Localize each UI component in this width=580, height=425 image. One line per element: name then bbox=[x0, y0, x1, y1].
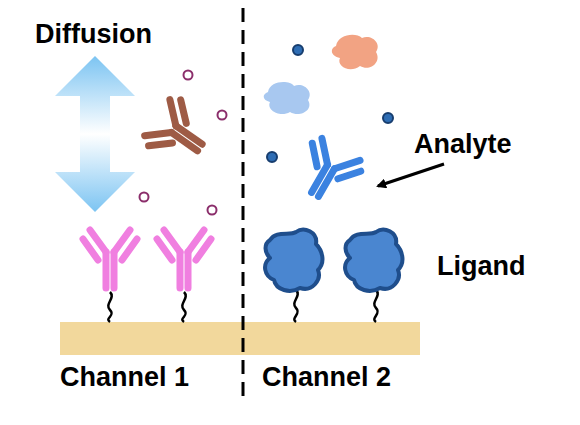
ligand-proteins bbox=[265, 230, 402, 291]
channel-divider bbox=[242, 8, 245, 400]
channel-label: Channel 2 bbox=[262, 363, 391, 393]
callout-label: Analyte bbox=[414, 130, 512, 160]
protein-blob bbox=[264, 82, 310, 114]
channel-label: Channel 1 bbox=[60, 363, 189, 393]
pink-antibodies bbox=[83, 230, 211, 288]
callout-label: Ligand bbox=[437, 252, 526, 282]
brown-antibody bbox=[141, 95, 216, 171]
protein-blob bbox=[332, 35, 378, 70]
diffusion-arrow bbox=[55, 56, 135, 212]
label-text: Diffusion bbox=[35, 20, 152, 50]
small-molecules bbox=[267, 45, 393, 162]
sensor-surface bbox=[60, 322, 420, 355]
callout-arrow bbox=[378, 164, 444, 186]
linkers bbox=[108, 290, 377, 322]
analyte-antibody bbox=[291, 135, 365, 208]
small-molecules bbox=[140, 71, 227, 215]
